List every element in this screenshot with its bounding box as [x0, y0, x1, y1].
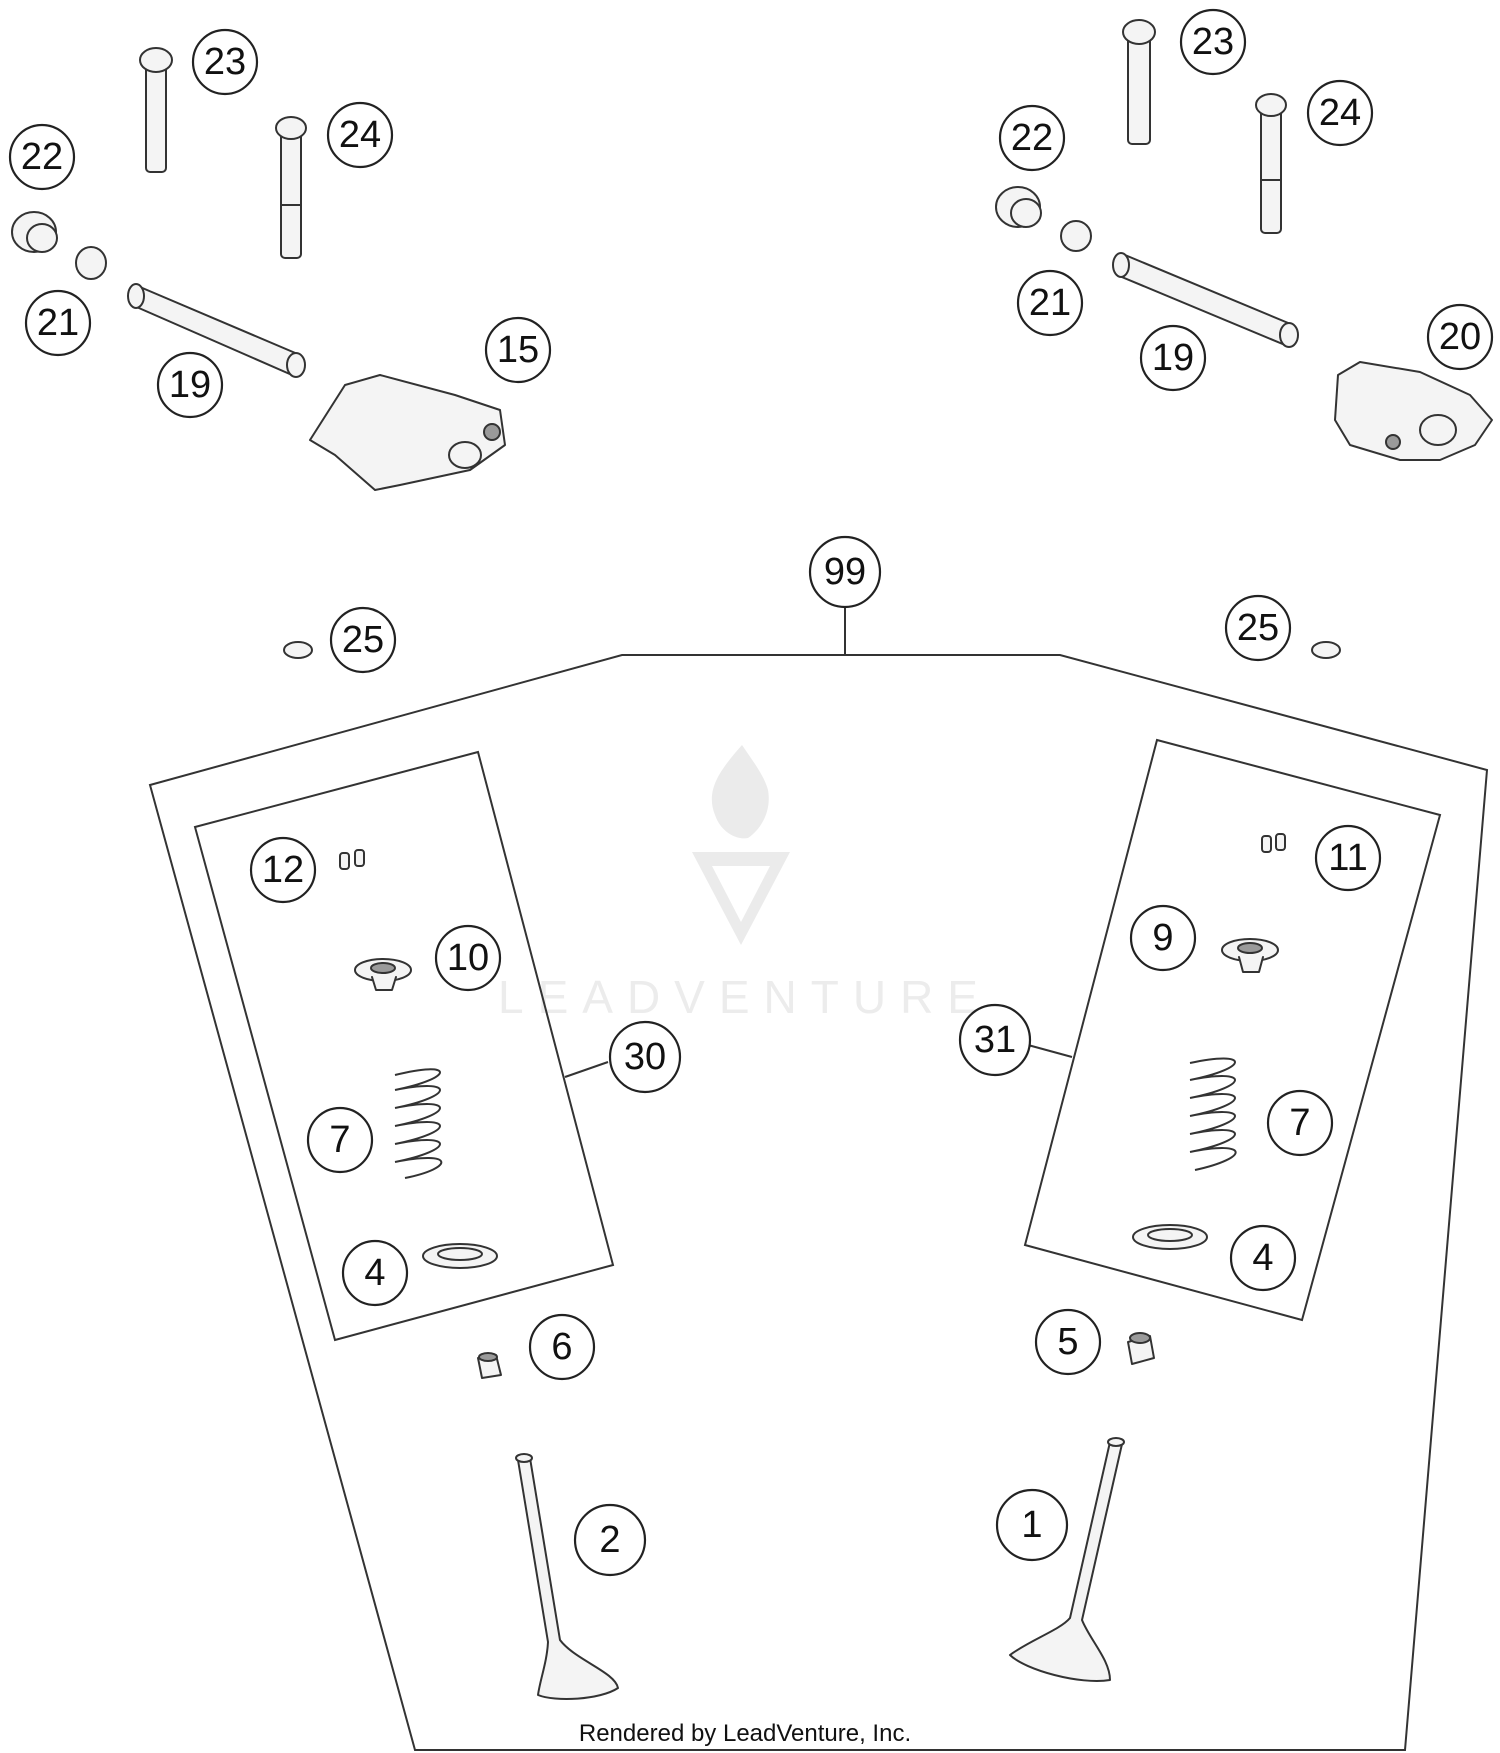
callout-10: 10: [434, 924, 502, 992]
callout-1: 1: [995, 1488, 1069, 1562]
svg-text:31: 31: [974, 1019, 1016, 1061]
valve-seal-6: [477, 1352, 502, 1379]
intake-valve-1: [1009, 1437, 1125, 1682]
exhaust-valve-2: [515, 1453, 619, 1701]
svg-text:23: 23: [1192, 21, 1234, 63]
bolt-23-left: [139, 47, 173, 173]
callout-25-right: 25: [1224, 594, 1292, 662]
valve-spring-kit-box-left: [193, 750, 615, 1342]
svg-text:19: 19: [169, 364, 211, 406]
valve-keepers-11: [1261, 833, 1286, 853]
callout-23-left: 23: [191, 28, 259, 96]
callout-31: 31: [958, 1003, 1032, 1077]
callout-7-left: 7: [306, 1106, 374, 1174]
leadventure-watermark: LEADVENTURE: [498, 745, 992, 1023]
callout-25-left: 25: [329, 606, 397, 674]
svg-text:25: 25: [342, 619, 384, 661]
svg-text:7: 7: [329, 1119, 350, 1161]
bolt-24-right: [1255, 93, 1287, 234]
svg-text:4: 4: [364, 1252, 385, 1294]
o-ring-21-right: [1060, 220, 1092, 252]
callout-7-right: 7: [1266, 1089, 1334, 1157]
callout-24-left: 24: [326, 101, 394, 169]
svg-text:22: 22: [21, 136, 63, 178]
spring-seat-4-right: [1132, 1224, 1208, 1250]
callout-9: 9: [1129, 904, 1197, 972]
callout-5: 5: [1034, 1308, 1102, 1376]
bolt-24-left: [275, 116, 307, 259]
callout-11: 11: [1314, 824, 1382, 892]
svg-text:21: 21: [37, 302, 79, 344]
svg-text:30: 30: [624, 1036, 666, 1078]
watermark-text: LEADVENTURE: [498, 971, 992, 1023]
callout-12: 12: [249, 836, 317, 904]
svg-text:7: 7: [1289, 1102, 1310, 1144]
svg-text:24: 24: [339, 114, 381, 156]
callout-30: 30: [608, 1020, 682, 1094]
callout-15: 15: [484, 316, 552, 384]
rocker-arm-20: [1334, 361, 1493, 461]
callout-6: 6: [528, 1313, 596, 1381]
svg-text:20: 20: [1439, 316, 1481, 358]
shim-25-right: [1311, 641, 1341, 659]
rendered-by-credit: Rendered by LeadVenture, Inc.: [579, 1720, 911, 1747]
valve-keepers-12: [339, 849, 365, 870]
bolt-23-right: [1122, 19, 1156, 145]
valve-spring-kit-box-right: [1023, 738, 1442, 1322]
callout-21-left: 21: [24, 289, 92, 357]
svg-text:15: 15: [497, 329, 539, 371]
callout-4-right: 4: [1229, 1224, 1297, 1292]
rocker-shaft-19-right: [1112, 252, 1299, 348]
callout-2: 2: [573, 1503, 647, 1577]
valve-spring-7-right: [1189, 1057, 1237, 1171]
spring-retainer-10: [354, 958, 412, 991]
rocker-shaft-19-left: [127, 283, 306, 378]
callout-23-right: 23: [1179, 8, 1247, 76]
svg-text:4: 4: [1252, 1237, 1273, 1279]
svg-text:22: 22: [1011, 117, 1053, 159]
spring-retainer-9: [1221, 938, 1279, 973]
valve-seal-5: [1127, 1332, 1155, 1365]
svg-text:10: 10: [447, 937, 489, 979]
callout-19-right: 19: [1139, 324, 1207, 392]
svg-text:6: 6: [551, 1326, 572, 1368]
svg-text:11: 11: [1328, 837, 1367, 879]
callout-22-left: 22: [8, 123, 76, 191]
svg-text:1: 1: [1021, 1504, 1042, 1546]
svg-text:2: 2: [599, 1519, 620, 1561]
callout-19-left: 19: [156, 351, 224, 419]
o-ring-21-left: [75, 246, 107, 280]
valve-spring-7-left: [394, 1068, 443, 1179]
svg-text:21: 21: [1029, 282, 1071, 324]
plug-22-right: [995, 186, 1042, 228]
svg-text:24: 24: [1319, 92, 1361, 134]
spring-seat-4-left: [422, 1243, 498, 1269]
rocker-arm-15: [309, 374, 506, 491]
callout-24-right: 24: [1306, 79, 1374, 147]
shim-25-left: [283, 641, 313, 659]
valve-kit-outline: [148, 608, 1489, 1751]
plug-22-left: [11, 211, 58, 253]
svg-text:99: 99: [824, 551, 866, 593]
callout-4-left: 4: [341, 1239, 409, 1307]
callout-21-right: 21: [1016, 269, 1084, 337]
svg-text:23: 23: [204, 41, 246, 83]
svg-text:19: 19: [1152, 337, 1194, 379]
svg-text:12: 12: [262, 849, 304, 891]
svg-text:5: 5: [1057, 1321, 1078, 1363]
callout-99: 99: [808, 535, 882, 609]
callout-22-right: 22: [998, 104, 1066, 172]
svg-text:25: 25: [1237, 607, 1279, 649]
svg-text:9: 9: [1152, 917, 1173, 959]
callout-20: 20: [1426, 303, 1494, 371]
